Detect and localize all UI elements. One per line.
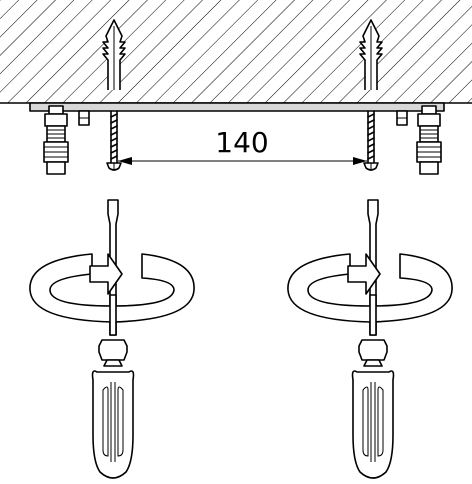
threaded-fitting-left bbox=[43, 105, 69, 175]
threaded-fitting-right bbox=[416, 105, 442, 175]
screwdriver-right bbox=[351, 199, 395, 479]
dimension-label: 140 bbox=[215, 126, 268, 159]
screwdriver-blade-front-left bbox=[109, 294, 117, 336]
set-screw-right bbox=[396, 110, 408, 126]
screwdriver-blade-front-right bbox=[369, 294, 377, 336]
wall-hatched bbox=[0, 0, 472, 104]
set-screw-left bbox=[78, 110, 90, 126]
screwdriver-left bbox=[91, 199, 135, 479]
mounting-plate bbox=[29, 102, 445, 112]
dimension-line bbox=[118, 157, 367, 165]
